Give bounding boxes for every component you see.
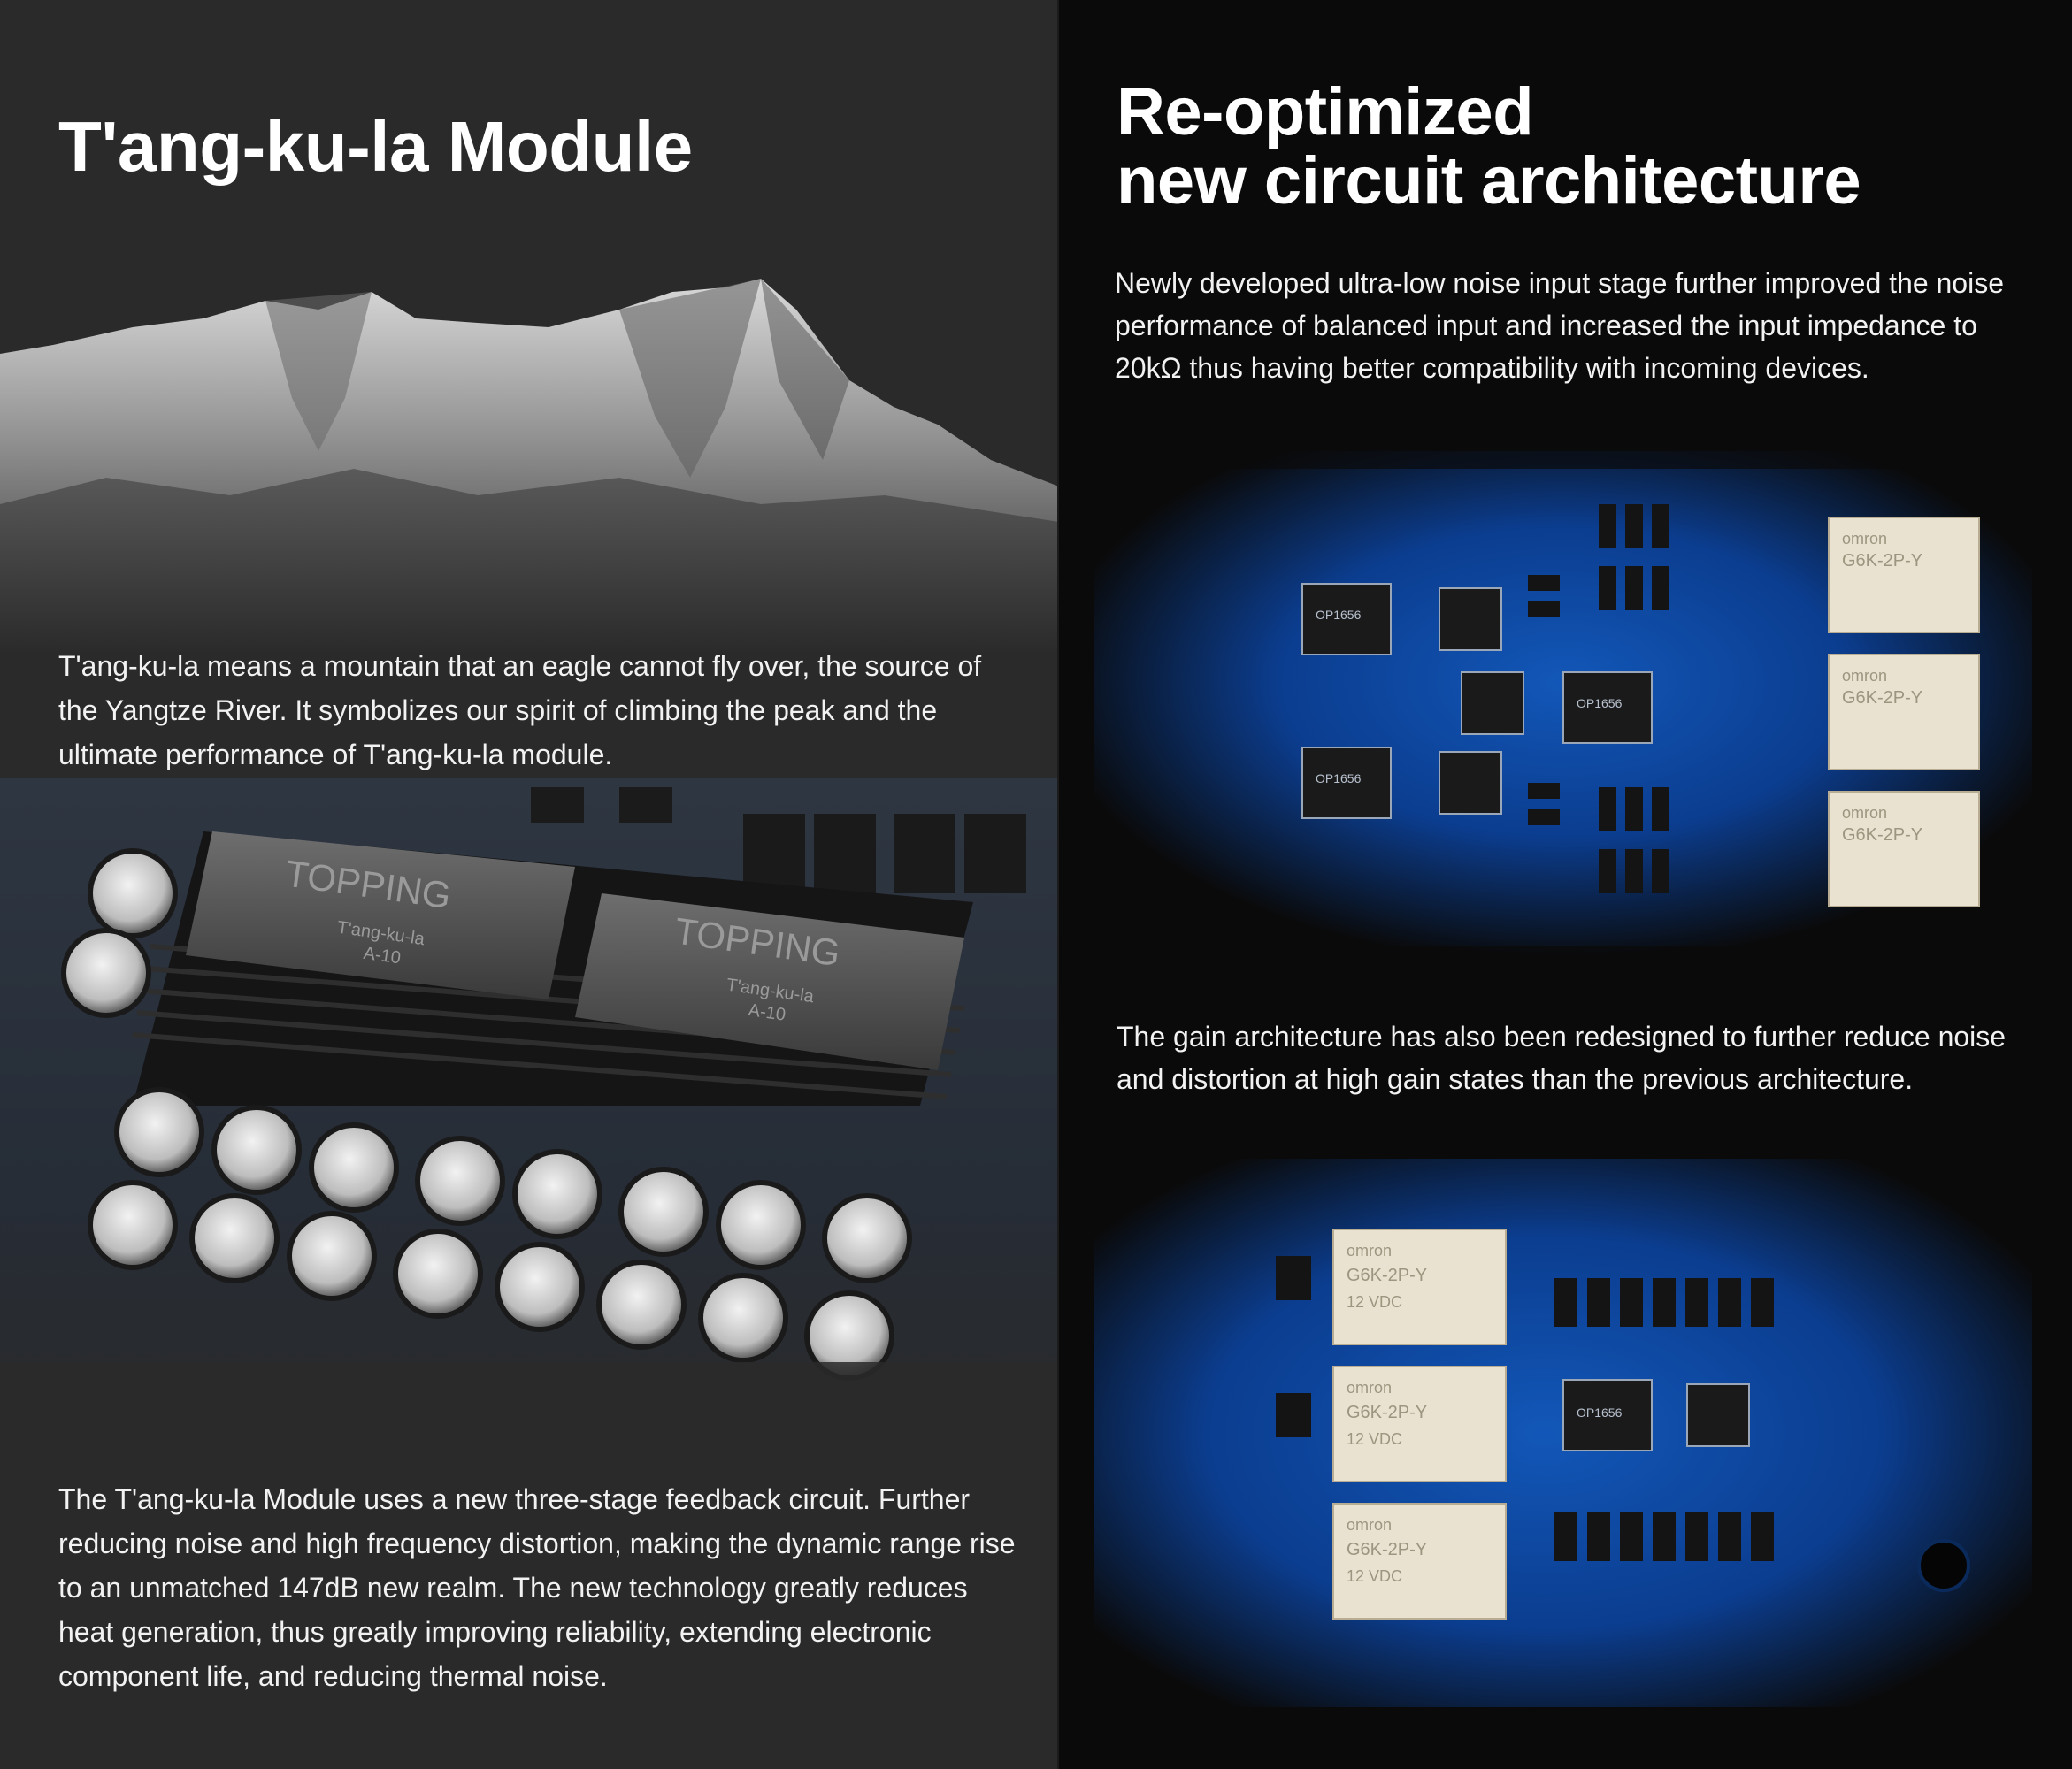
relay-brand-6: omron — [1347, 1516, 1392, 1534]
module-description: T'ang-ku-la means a mountain that an eag… — [58, 650, 982, 770]
relay-brand-1: omron — [1842, 530, 1887, 548]
relay-voltage-2: 12 VDC — [1347, 1430, 1402, 1448]
input-stage-description: Newly developed ultra-low noise input st… — [1115, 267, 2004, 384]
chip-label-4: OP1656 — [1577, 1405, 1623, 1420]
amplifier-module-photo: TOPPING T'ang-ku-la A-10 TOPPING T'ang-k… — [0, 778, 1059, 1451]
gain-architecture-description: The gain architecture has also been rede… — [1117, 1021, 2007, 1095]
relay-model-5: G6K-2P-Y — [1347, 1403, 1427, 1422]
relay-model-2: G6K-2P-Y — [1842, 688, 1922, 708]
relay-model-6: G6K-2P-Y — [1347, 1540, 1427, 1559]
relay-brand-3: omron — [1842, 804, 1887, 822]
module-title: T'ang-ku-la Module — [58, 107, 693, 186]
architecture-title: Re-optimized new circuit architecture — [1117, 78, 1861, 216]
relay-voltage-3: 12 VDC — [1347, 1567, 1402, 1585]
relay-voltage-1: 12 VDC — [1347, 1293, 1402, 1311]
left-panel: T'ang-ku-la Module T'ang-ku-la means a m… — [0, 107, 1059, 1692]
chip-label-3: OP1656 — [1577, 696, 1623, 710]
chip-label-1: OP1656 — [1316, 608, 1362, 622]
relay-model-4: G6K-2P-Y — [1347, 1266, 1427, 1285]
relay-brand-4: omron — [1347, 1242, 1392, 1260]
architecture-title-line-1: Re-optimized — [1117, 74, 1534, 149]
chip-label-2: OP1656 — [1316, 771, 1362, 785]
module-feedback-description: The T'ang-ku-la Module uses a new three-… — [58, 1483, 1016, 1692]
op-amp-chips: OP1656 OP1656 OP1656 — [1316, 608, 1623, 785]
relay-model-3: G6K-2P-Y — [1842, 825, 1922, 845]
relay-model-1: G6K-2P-Y — [1842, 551, 1922, 571]
architecture-title-line-2: new circuit architecture — [1117, 143, 1861, 218]
mountain-photo — [0, 274, 1059, 655]
right-panel: Re-optimized new circuit architecture Ne… — [1059, 0, 2072, 1769]
relay-brand-5: omron — [1347, 1379, 1392, 1397]
gain-stage-pcb-photo: omron G6K-2P-Y 12 VDC omron G6K-2P-Y 12 … — [1059, 1132, 2072, 1742]
input-stage-pcb-photo: OP1656 OP1656 OP1656 omron G6K-2P-Y omro… — [1059, 433, 2072, 982]
relay-brand-2: omron — [1842, 667, 1887, 685]
